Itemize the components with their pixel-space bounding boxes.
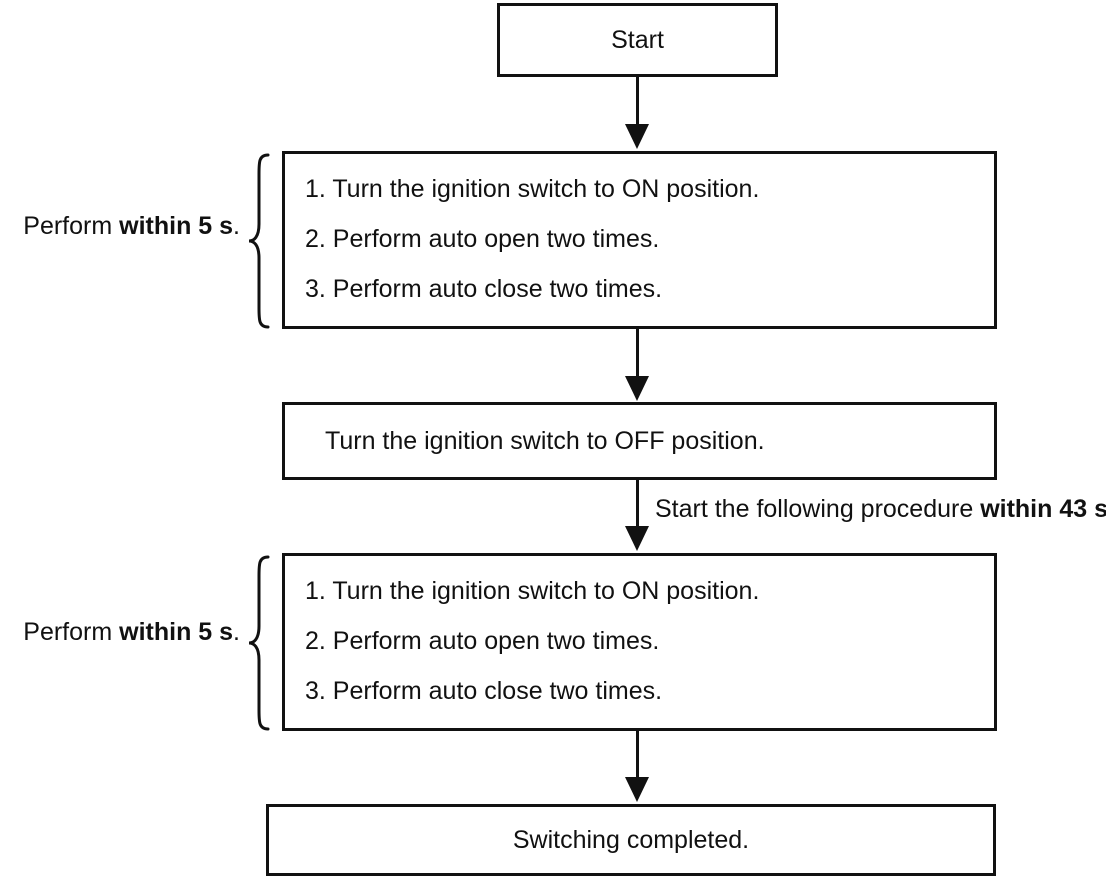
arrow-note-prefix: Start the following procedure (655, 495, 981, 523)
side-label-2-bold: within 5 s (119, 618, 234, 646)
side-label-1-bold: within 5 s (119, 212, 234, 240)
procedure2-node: 1. Turn the ignition switch to ON positi… (282, 553, 997, 731)
arrow-line (636, 329, 639, 376)
procedure1-step-2: 2. Perform auto open two times. (305, 225, 660, 253)
procedure2-step-3: 3. Perform auto close two times. (305, 677, 663, 705)
procedure1-step-1: 1. Turn the ignition switch to ON positi… (305, 175, 760, 203)
start-node-label: Start (611, 25, 664, 54)
start-node: Start (497, 3, 778, 77)
side-label-2-prefix: Perform (23, 618, 120, 646)
arrow-head (625, 526, 649, 551)
side-label-1: Perform within 5 s. (0, 213, 240, 239)
side-label-2: Perform within 5 s. (0, 619, 240, 645)
procedure2-step-1: 1. Turn the ignition switch to ON positi… (305, 577, 760, 605)
arrow-head (625, 124, 649, 149)
side-label-1-suffix: . (233, 212, 240, 240)
end-node-label: Switching completed. (512, 825, 750, 854)
side-label-2-suffix: . (233, 618, 240, 646)
end-node: Switching completed. (266, 804, 996, 876)
arrow-head (625, 777, 649, 802)
arrow-note: Start the following procedure within 43 … (655, 496, 1106, 522)
arrow-note-bold: within 43 s (980, 495, 1106, 523)
left-brace-1 (248, 153, 270, 329)
left-brace-2 (248, 555, 270, 731)
side-label-1-prefix: Perform (23, 212, 120, 240)
arrow-head (625, 376, 649, 401)
arrow-line (636, 731, 639, 777)
arrow-line (636, 77, 639, 124)
arrow-line (636, 480, 639, 526)
ignition-off-label: Turn the ignition switch to OFF position… (325, 426, 765, 455)
procedure1-node: 1. Turn the ignition switch to ON positi… (282, 151, 997, 329)
procedure2-step-2: 2. Perform auto open two times. (305, 627, 660, 655)
procedure1-step-3: 3. Perform auto close two times. (305, 275, 663, 303)
ignition-off-node: Turn the ignition switch to OFF position… (282, 402, 997, 480)
